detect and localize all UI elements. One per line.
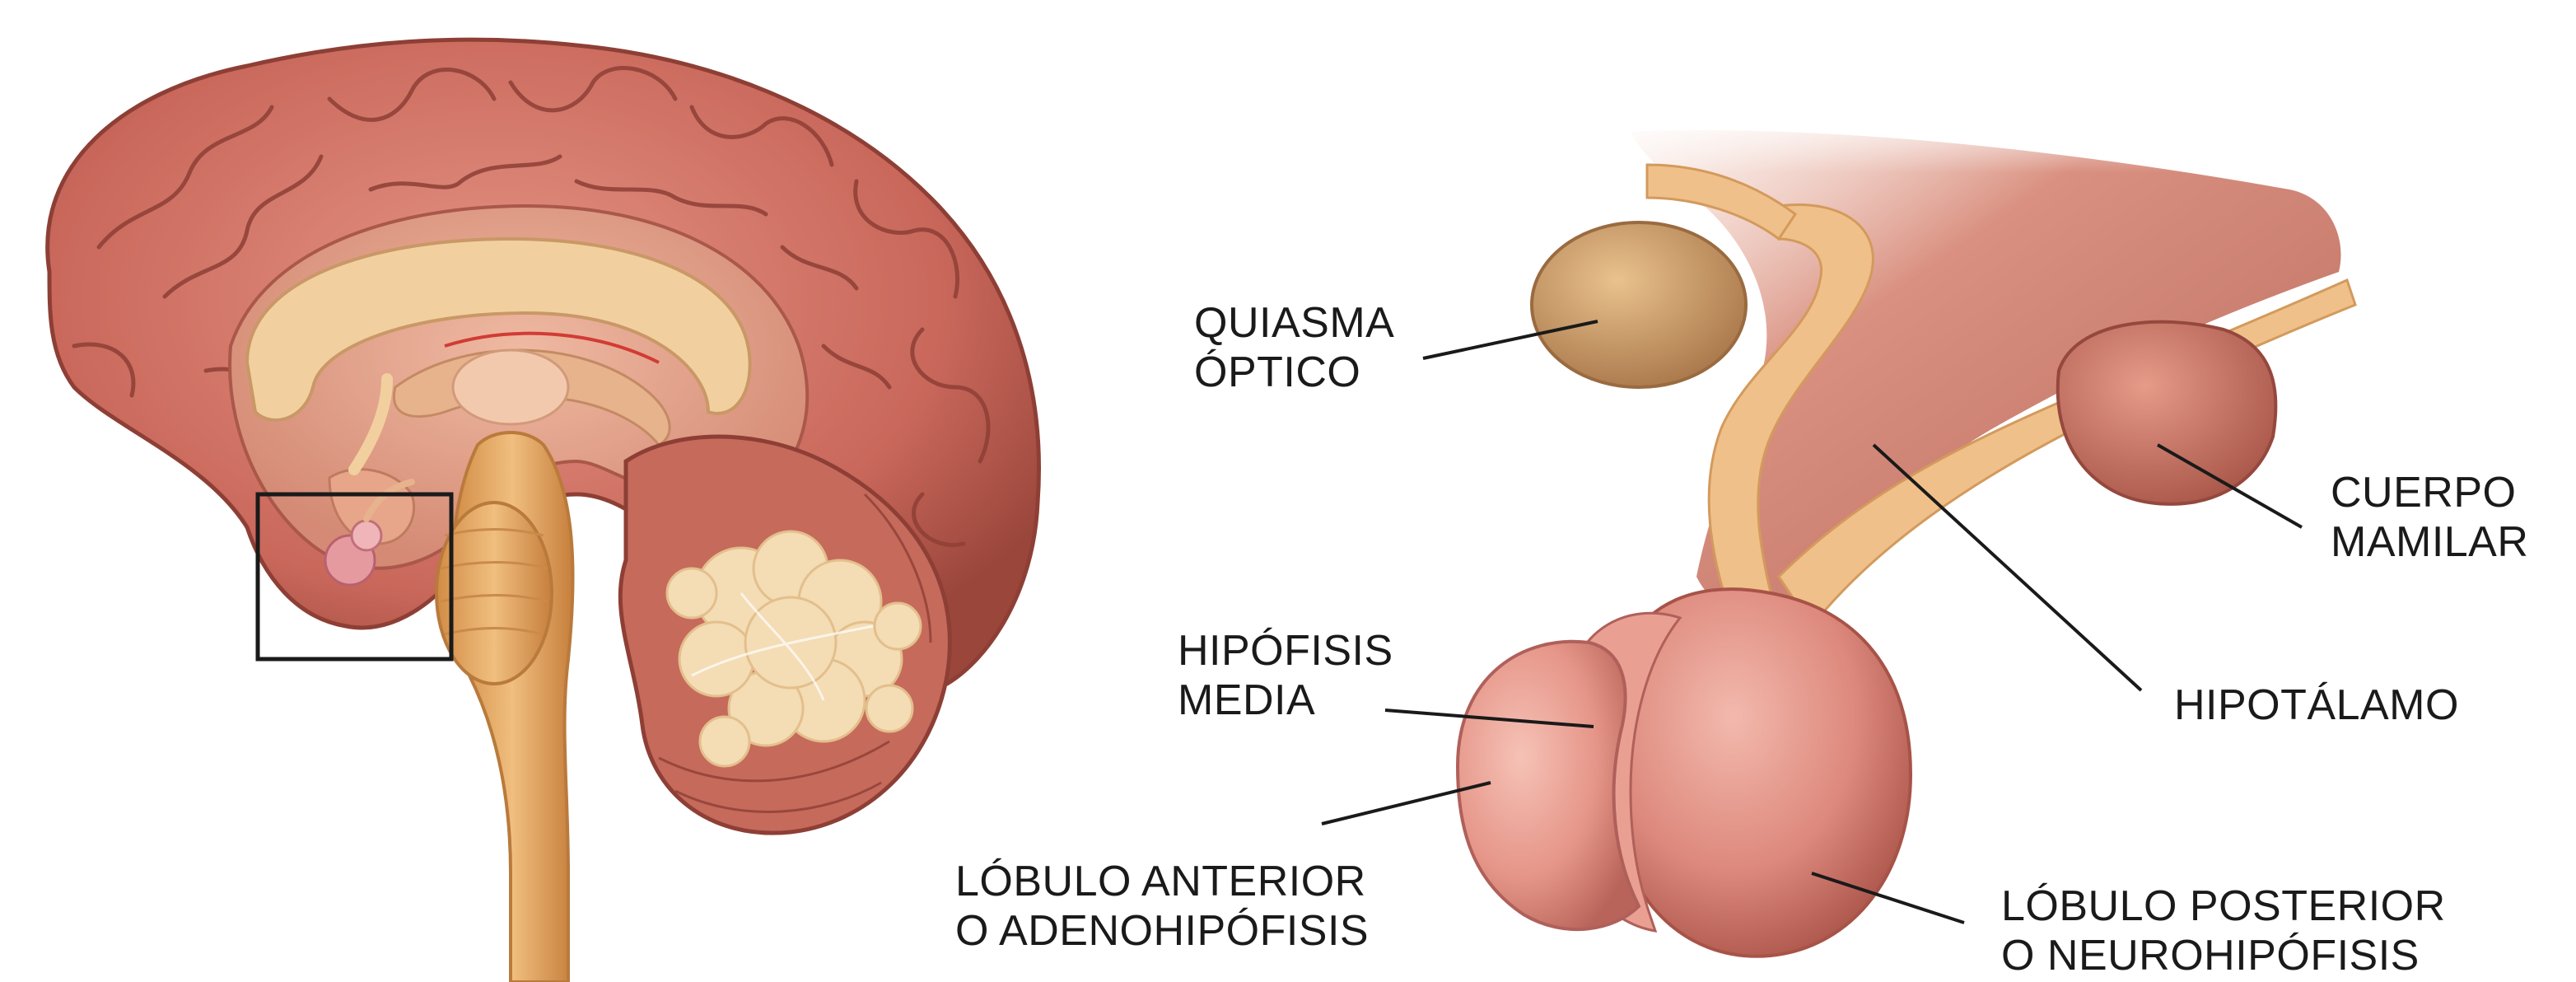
label-hipofisis-media: HIPÓFISIS MEDIA <box>1178 626 1393 725</box>
optic-chiasm <box>1532 222 1746 387</box>
label-line: LÓBULO ANTERIOR <box>955 857 1369 906</box>
label-line: LÓBULO POSTERIOR <box>2001 881 2446 931</box>
label-line: HIPÓFISIS <box>1178 626 1393 676</box>
label-hipotalamo: HIPOTÁLAMO <box>2174 680 2459 730</box>
brain-sagittal <box>48 40 1039 982</box>
label-lobulo-anterior: LÓBULO ANTERIOR O ADENOHIPÓFISIS <box>955 857 1369 956</box>
label-line: O NEUROHIPÓFISIS <box>2001 931 2446 980</box>
label-quiasma-optico: QUIASMA ÓPTICO <box>1194 298 1394 397</box>
thalamus <box>453 350 568 424</box>
label-line: MAMILAR <box>2331 517 2528 567</box>
label-line: MEDIA <box>1178 676 1393 725</box>
label-line: ÓPTICO <box>1194 348 1394 397</box>
pituitary-detail <box>1322 99 2355 956</box>
label-line: O ADENOHIPÓFISIS <box>955 906 1369 956</box>
label-lobulo-posterior: LÓBULO POSTERIOR O NEUROHIPÓFISIS <box>2001 881 2446 980</box>
mamillary-body <box>2058 322 2276 504</box>
label-line: CUERPO <box>2331 468 2528 517</box>
label-line: HIPOTÁLAMO <box>2174 680 2459 730</box>
label-cuerpo-mamilar: CUERPO MAMILAR <box>2331 468 2528 567</box>
label-line: QUIASMA <box>1194 298 1394 348</box>
